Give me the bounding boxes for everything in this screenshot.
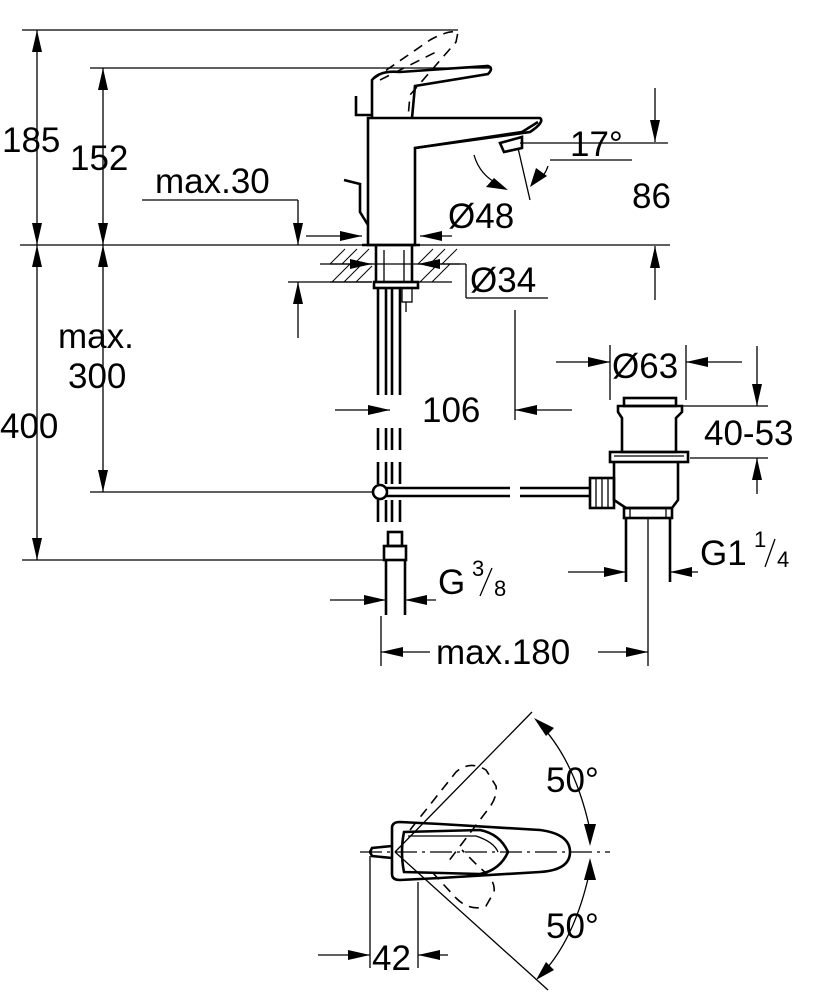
dimension-50deg-lower: 50° — [536, 858, 599, 980]
label-g114-den: 4 — [777, 547, 789, 572]
dimension-max180: max.180 — [380, 518, 649, 672]
label-g38-num: 3 — [472, 556, 484, 581]
side-elevation: 185 152 max.30 86 — [0, 29, 794, 672]
label-dia48: Ø48 — [448, 197, 514, 236]
dimension-dia48: Ø48 — [306, 197, 514, 241]
label-400: 400 — [0, 407, 58, 446]
label-dia63: Ø63 — [612, 347, 678, 386]
popup-rod — [90, 483, 590, 501]
label-106: 106 — [422, 391, 480, 430]
label-185: 185 — [2, 121, 60, 160]
dimension-40-53: 40-53 — [682, 346, 794, 494]
dimension-152: 152 — [70, 68, 128, 245]
label-40-53: 40-53 — [704, 414, 794, 453]
label-g38-den: 8 — [494, 576, 506, 601]
label-g38-base: G — [438, 563, 465, 602]
waste-valve — [588, 396, 690, 582]
label-17deg: 17° — [570, 125, 623, 164]
label-50deg-upper: 50° — [546, 761, 599, 800]
label-dia34: Ø34 — [470, 261, 536, 300]
dimension-dia34: Ø34 — [330, 259, 548, 300]
label-max300-line2: 300 — [68, 357, 126, 396]
dimension-42: 42 — [318, 856, 448, 978]
label-max30: max.30 — [155, 162, 270, 201]
label-50deg-lower: 50° — [546, 907, 599, 946]
dimension-50deg-upper: 50° — [534, 718, 599, 846]
dimension-g114: G1 1 4 — [568, 527, 789, 577]
lever-top — [368, 820, 572, 882]
dimension-max30: max.30 — [142, 162, 372, 338]
dimension-g38: G 3 8 — [330, 556, 506, 605]
shank-and-hoses — [372, 245, 420, 615]
dimension-185: 185 — [2, 30, 60, 245]
dimension-max300: max. 300 — [58, 245, 134, 492]
top-view: 50° 50° 42 — [318, 711, 610, 991]
label-max180: max.180 — [436, 633, 570, 672]
dimension-dia63: Ø63 — [556, 345, 742, 400]
dimension-400: 400 — [0, 245, 58, 560]
label-max300-line1: max. — [58, 317, 134, 356]
dimension-106: 106 — [335, 310, 572, 430]
label-86: 86 — [632, 177, 671, 216]
label-152: 152 — [70, 139, 128, 178]
dimension-17deg: 17° — [473, 125, 632, 201]
label-g114-base: G1 — [700, 534, 747, 573]
faucet-body — [343, 64, 543, 247]
lever-raised-outline — [371, 30, 459, 119]
label-g114-num: 1 — [754, 527, 766, 552]
dimension-86: 86 — [520, 88, 671, 300]
label-42: 42 — [372, 939, 411, 978]
